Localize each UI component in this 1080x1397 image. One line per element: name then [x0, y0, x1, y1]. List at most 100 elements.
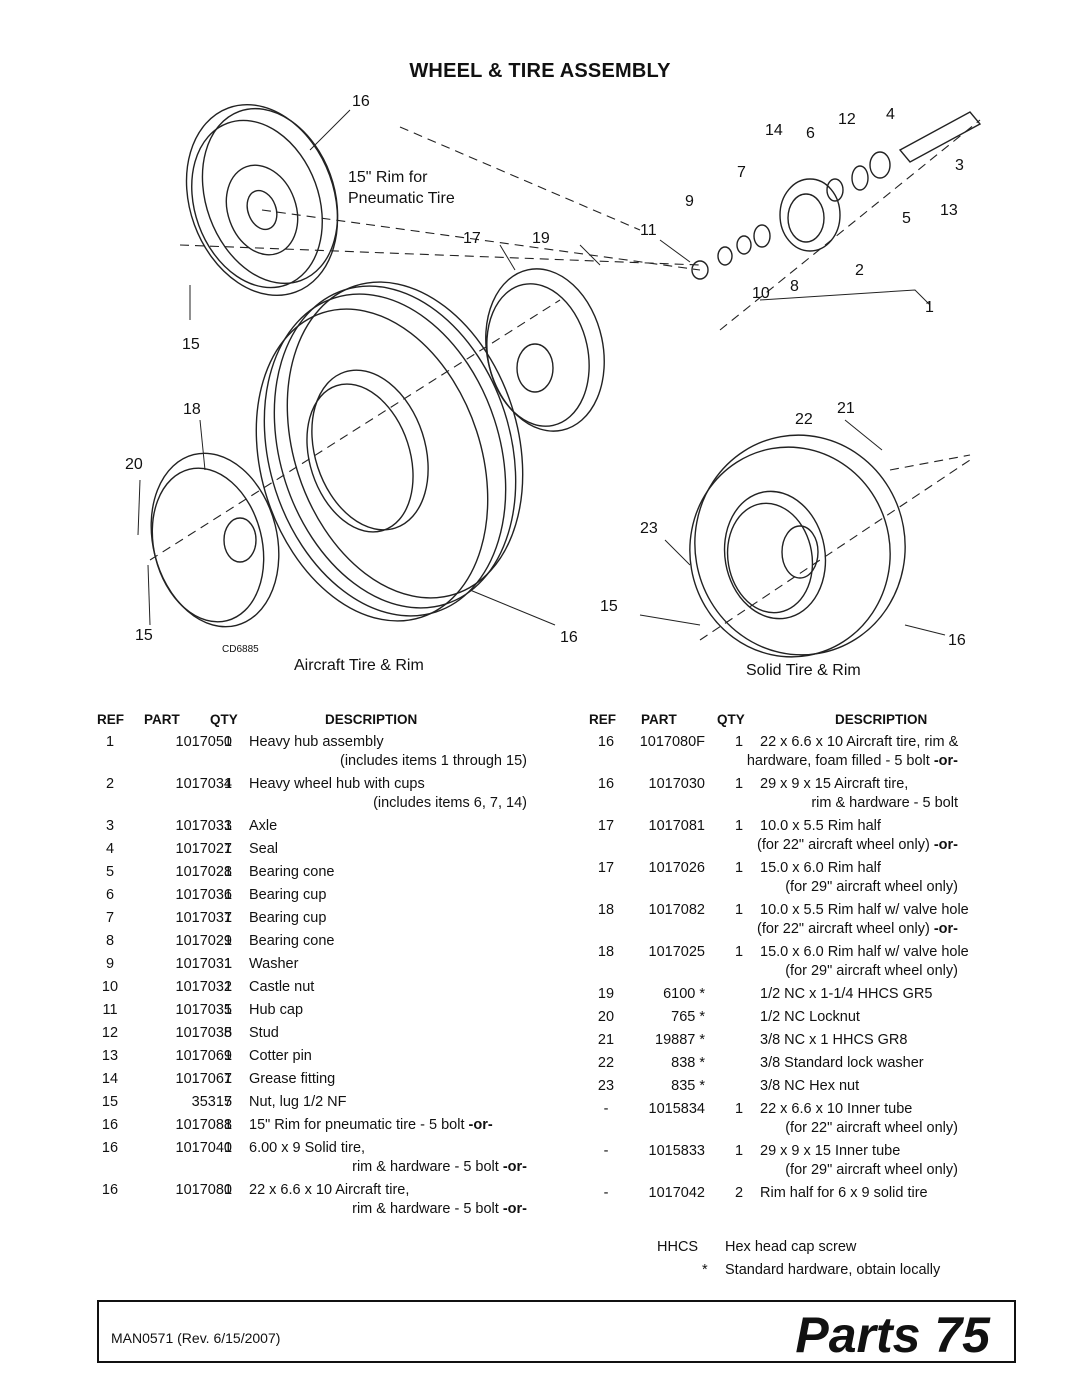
- cell-qty: 5: [223, 1094, 233, 1110]
- description-text: 3/8 Standard lock washer: [760, 1055, 924, 1071]
- caption-solid: Solid Tire & Rim: [746, 662, 861, 679]
- cell-description: Bearing cone: [249, 931, 334, 951]
- cell-part: 19887 *: [655, 1032, 705, 1048]
- cell-description: 22 x 6.6 x 10 Aircraft tire, rim &: [760, 732, 958, 752]
- exploded-diagram: 16 14 6 12 4 3 7 9 5 13 11 17 19 10 8 2 …: [125, 93, 982, 679]
- cell-description: 15.0 x 6.0 Rim half: [760, 858, 881, 878]
- cell-description: 22 x 6.6 x 10 Aircraft tire,: [249, 1180, 409, 1200]
- cell-ref: 16: [597, 776, 615, 792]
- header-ref: REF: [589, 712, 616, 727]
- cell-part: 1017040: [175, 1140, 232, 1156]
- cell-description-line2: (for 22" aircraft wheel only) -or-: [757, 919, 958, 939]
- cell-description-line2: rim & hardware - 5 bolt -or-: [352, 1157, 527, 1177]
- description-text: Hub cap: [249, 1002, 304, 1018]
- cell-part: 1015833: [648, 1143, 705, 1159]
- rim-half-18-drawing: [150, 452, 280, 628]
- callout-label: 11: [640, 222, 657, 239]
- cell-ref: 17: [597, 860, 615, 876]
- solid-tire-drawing: [689, 434, 906, 658]
- cell-description: 29 x 9 x 15 Inner tube: [760, 1141, 900, 1161]
- cell-qty: 5: [223, 1025, 233, 1041]
- callout-label: 16: [352, 93, 370, 110]
- cell-description: Rim half for 6 x 9 solid tire: [760, 1183, 928, 1203]
- callout-label: 22: [795, 411, 813, 428]
- header-qty: QTY: [717, 712, 745, 727]
- cell-description-line2: (for 22" aircraft wheel only): [785, 1118, 958, 1138]
- callout-label: 7: [737, 164, 746, 181]
- cell-qty: 1: [734, 776, 744, 792]
- cell-description-line2: rim & hardware - 5 bolt -or-: [352, 1199, 527, 1219]
- cell-description: 6.00 x 9 Solid tire,: [249, 1138, 365, 1158]
- description-text: Washer: [249, 956, 299, 972]
- cell-ref: 9: [105, 956, 115, 972]
- description-text: (for 22" aircraft wheel only): [757, 837, 930, 853]
- callout-label: 19: [532, 230, 550, 247]
- description-text: 22 x 6.6 x 10 Aircraft tire, rim &: [760, 734, 959, 750]
- legend-key: *: [702, 1262, 708, 1278]
- cell-qty: 1: [223, 979, 233, 995]
- rim-half-17-drawing: [485, 268, 605, 432]
- callout-label: 21: [837, 400, 855, 417]
- description-text: rim & hardware - 5 bolt: [352, 1201, 499, 1217]
- description-text: rim & hardware - 5 bolt: [352, 1159, 499, 1175]
- cell-part: 1017031: [175, 956, 232, 972]
- cell-qty: 1: [734, 1143, 744, 1159]
- cell-qty: 1: [734, 902, 744, 918]
- cell-qty: 1: [223, 1140, 233, 1156]
- table-header: REF PART QTY DESCRIPTION: [589, 712, 989, 732]
- cell-description: Washer: [249, 954, 298, 974]
- cell-part: 1015834: [648, 1101, 705, 1117]
- cell-qty: 1: [734, 1101, 744, 1117]
- cell-qty: 1: [223, 933, 233, 949]
- cell-ref: 18: [597, 902, 615, 918]
- rim-label: Pneumatic Tire: [348, 190, 455, 207]
- cell-ref: 16: [101, 1140, 119, 1156]
- cell-part: 1017027: [175, 841, 232, 857]
- cell-part: 765 *: [671, 1009, 705, 1025]
- callout-label: 23: [640, 520, 658, 537]
- or-marker: -or-: [933, 753, 958, 769]
- description-text: 15.0 x 6.0 Rim half: [760, 860, 881, 876]
- description-text: Stud: [249, 1025, 279, 1041]
- cell-part: 1017050: [175, 734, 232, 750]
- cell-description: Bearing cup: [249, 908, 326, 928]
- cell-description-line2: rim & hardware - 5 bolt: [811, 793, 958, 813]
- cell-ref: 5: [105, 864, 115, 880]
- cell-qty: 1: [223, 818, 233, 834]
- section-name: Parts: [795, 1307, 921, 1363]
- callout-label: 16: [560, 629, 578, 646]
- cell-qty: 1: [223, 1182, 233, 1198]
- callout-label: 13: [940, 202, 958, 219]
- cell-qty: 1: [223, 776, 233, 792]
- cell-part: 1017026: [648, 860, 705, 876]
- description-text: 1/2 NC Locknut: [760, 1009, 860, 1025]
- cell-ref: -: [603, 1143, 609, 1159]
- or-marker: -or-: [933, 837, 958, 853]
- cell-part: 1017034: [175, 776, 232, 792]
- cell-part: 35317: [191, 1094, 232, 1110]
- cell-description: Bearing cone: [249, 862, 334, 882]
- cell-part: 1017080F: [639, 734, 705, 750]
- description-text: Grease fitting: [249, 1071, 336, 1087]
- description-text: Bearing cup: [249, 910, 327, 926]
- cell-ref: 22: [597, 1055, 615, 1071]
- cell-ref: 2: [105, 776, 115, 792]
- cell-description: 1/2 NC Locknut: [760, 1007, 860, 1027]
- description-text: 10.0 x 5.5 Rim half: [760, 818, 881, 834]
- cell-part: 835 *: [671, 1078, 705, 1094]
- legend-text: Hex head cap screw: [725, 1239, 857, 1255]
- cell-qty: 1: [223, 1071, 233, 1087]
- cell-qty: 2: [734, 1185, 744, 1201]
- callout-label: 15: [135, 627, 153, 644]
- cell-ref: 4: [105, 841, 115, 857]
